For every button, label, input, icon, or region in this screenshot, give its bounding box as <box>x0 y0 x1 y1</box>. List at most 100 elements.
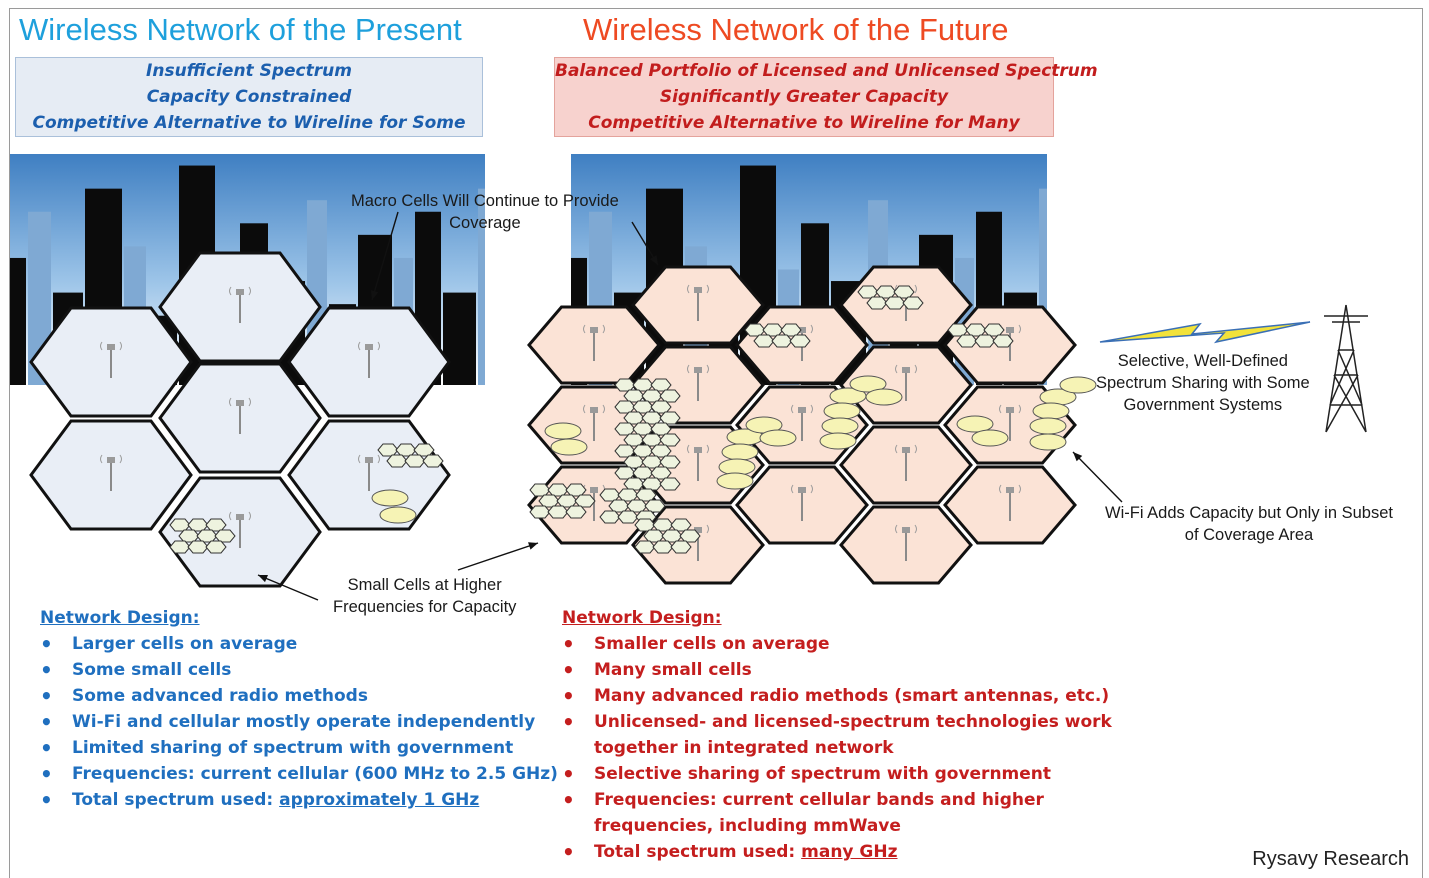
wifi-spot <box>956 415 994 433</box>
note-line: Frequencies for Capacity <box>333 598 517 616</box>
small-cell <box>187 540 209 554</box>
annotation-arrows <box>257 211 1123 601</box>
small-cell <box>377 443 399 457</box>
small-cell <box>395 443 417 457</box>
small-cell <box>634 518 656 532</box>
small-cell <box>614 422 636 436</box>
small-cell <box>614 466 636 480</box>
small-cell <box>659 455 681 469</box>
small-cell <box>614 400 636 414</box>
small-cell <box>650 466 672 480</box>
small-cell <box>650 422 672 436</box>
wifi-spot <box>759 429 797 447</box>
small-cell <box>632 422 654 436</box>
small-cell <box>404 454 426 468</box>
small-cell <box>661 529 683 543</box>
wifi-spot <box>1059 376 1097 394</box>
small-cell <box>659 433 681 447</box>
small-cell <box>902 296 924 310</box>
wifi-spot <box>379 506 417 524</box>
small-cell <box>632 378 654 392</box>
arrow-line <box>257 574 319 601</box>
note-line: Government Systems <box>1123 396 1283 414</box>
cell-tower-icon <box>583 324 605 361</box>
small-cell <box>744 323 766 337</box>
building <box>10 257 26 385</box>
wifi-spot <box>716 472 754 490</box>
cell-tower-icon <box>229 397 251 434</box>
small-cell-clusters <box>169 285 1014 554</box>
small-cell <box>632 466 654 480</box>
small-cell <box>641 455 663 469</box>
small-cell <box>652 540 674 554</box>
wifi-spot <box>544 422 582 440</box>
small-cell <box>529 483 551 497</box>
small-cell <box>641 411 663 425</box>
future-summary-line: Significantly Greater Capacity <box>659 87 949 107</box>
present-design-item: Some small cells <box>40 657 558 683</box>
cell-tower-icon <box>583 404 605 441</box>
cell-tower-icon <box>999 484 1021 521</box>
small-cell <box>422 454 444 468</box>
cell-tower-icon <box>687 284 709 321</box>
note-line: Macro Cells Will Continue to Provide <box>351 192 619 210</box>
small-cell <box>866 296 888 310</box>
small-cell <box>992 334 1014 348</box>
small-cell <box>983 323 1005 337</box>
arrow-line <box>457 542 539 571</box>
small-cell <box>169 540 191 554</box>
small-cell <box>789 334 811 348</box>
lightning-bolt-icon <box>1099 321 1311 344</box>
present-summary-line: Insufficient Spectrum <box>146 61 352 81</box>
present-design-item: Some advanced radio methods <box>40 683 558 709</box>
note-line: Wi-Fi Adds Capacity but Only in Subset <box>1105 504 1393 522</box>
present-title: Wireless Network of the Present <box>19 12 462 47</box>
small-cell <box>623 433 645 447</box>
small-cell <box>614 378 636 392</box>
small-cell <box>771 334 793 348</box>
small-cell <box>635 488 657 502</box>
future-design-item: Selective sharing of spectrum with gover… <box>562 761 1112 787</box>
cell-tower-icon <box>358 341 380 378</box>
cell-tower-icon <box>791 404 813 441</box>
small-cell <box>974 334 996 348</box>
small-cell <box>205 518 227 532</box>
small-cell <box>644 499 666 513</box>
present-design-heading: Network Design: <box>40 608 200 628</box>
small-cell <box>670 540 692 554</box>
small-cell <box>659 411 681 425</box>
future-design-heading: Network Design: <box>562 608 722 628</box>
building <box>443 292 476 385</box>
small-cell <box>626 499 648 513</box>
present-design-item: Limited sharing of spectrum with governm… <box>40 735 558 761</box>
figure-frame <box>9 8 1423 878</box>
arrow-head <box>649 255 658 265</box>
arrow-head <box>370 290 379 300</box>
small-cell <box>214 529 236 543</box>
building <box>478 188 485 385</box>
small-cell <box>670 518 692 532</box>
small-cells-note: Small Cells at Higher Frequencies for Ca… <box>333 574 516 618</box>
present-summary-line: Capacity Constrained <box>146 87 352 107</box>
small-cell <box>634 540 656 554</box>
small-cell <box>857 285 879 299</box>
future-title: Wireless Network of the Future <box>583 12 1009 47</box>
present-design-item: Frequencies: current cellular (600 MHz t… <box>40 761 558 787</box>
cell-tower-icon <box>229 286 251 323</box>
small-cell <box>623 411 645 425</box>
future-summary-box: Balanced Portfolio of Licensed and Unlic… <box>554 57 1098 137</box>
cell-tower-icon <box>229 511 251 548</box>
note-line: of Coverage Area <box>1184 526 1314 544</box>
small-cell <box>599 510 621 524</box>
wifi-spot <box>1029 417 1067 435</box>
small-cell <box>623 455 645 469</box>
small-cell <box>556 494 578 508</box>
future-design-item: Unlicensed- and licensed-spectrum techno… <box>562 709 1112 761</box>
wifi-spot <box>819 432 857 450</box>
cell-tower-icon <box>895 444 917 481</box>
future-summary-line: Competitive Alternative to Wireline for … <box>588 113 1020 133</box>
small-cell <box>565 505 587 519</box>
present-design-item: Larger cells on average <box>40 631 558 657</box>
small-cell <box>623 389 645 403</box>
small-cell <box>780 323 802 337</box>
